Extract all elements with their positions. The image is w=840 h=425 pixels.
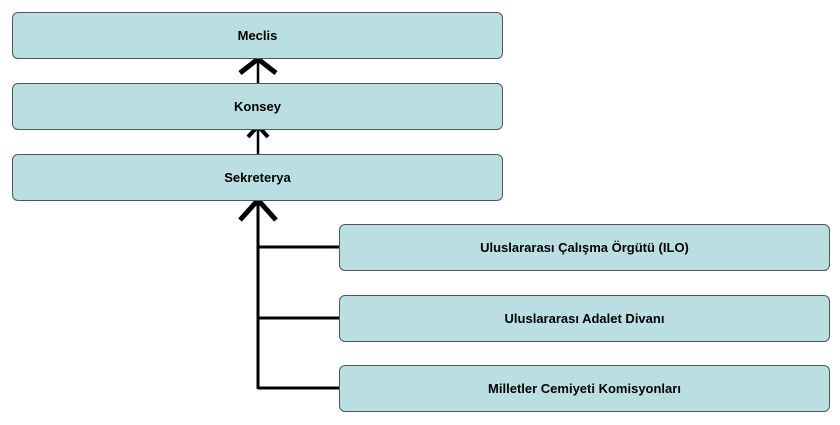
node-adalet-divani: Uluslararası Adalet Divanı <box>339 295 830 342</box>
node-label: Sekreterya <box>224 170 291 185</box>
node-label: Milletler Cemiyeti Komisyonları <box>488 381 681 396</box>
node-label: Uluslararası Çalışma Örgütü (ILO) <box>480 240 689 255</box>
node-label: Meclis <box>237 28 278 43</box>
node-label: Uluslararası Adalet Divanı <box>504 311 665 326</box>
arrowhead-meclis-icon <box>238 55 278 75</box>
node-sekreterya: Sekreterya <box>12 154 503 201</box>
node-meclis: Meclis <box>12 12 503 59</box>
node-ilo: Uluslararası Çalışma Örgütü (ILO) <box>339 224 830 271</box>
node-label: Konsey <box>234 99 281 114</box>
node-komisyonlar: Milletler Cemiyeti Komisyonları <box>339 365 830 412</box>
node-konsey: Konsey <box>12 83 503 130</box>
